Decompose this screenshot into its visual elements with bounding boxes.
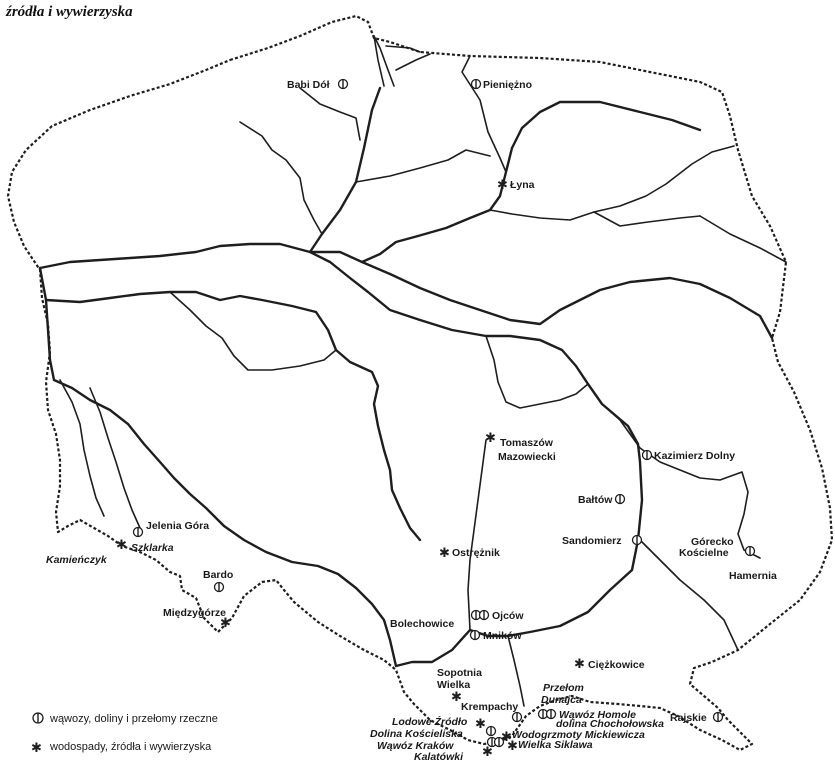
label-wawoz-homole: Wąwóz Homole <box>559 709 636 721</box>
label-wodogrzmoty: Wodogrzmoty Mickiewicza <box>512 729 645 741</box>
gorge-icon-krempachy <box>511 711 523 723</box>
label-pieniezno: Pieniężno <box>483 79 532 91</box>
nysa-river <box>59 379 105 517</box>
label-sopotnia-2: Wielka <box>437 679 470 691</box>
vistula-river <box>308 86 644 638</box>
wda-river <box>299 87 361 141</box>
label-wawoz-krakow: Wąwóz Kraków <box>377 740 454 752</box>
warta-river <box>44 290 422 542</box>
gorge-icon-jelenia-gora <box>132 526 144 538</box>
label-krempachy: Krempachy <box>461 701 518 713</box>
gorge-icon-mnikow <box>469 629 481 641</box>
gorge-icon-wawoz-homole <box>545 708 557 720</box>
dunajec-river <box>507 635 525 707</box>
gorge-icon-bardo <box>213 581 225 593</box>
label-przelom-2: Dunajca <box>541 694 582 706</box>
drweca-river <box>355 149 491 183</box>
label-ostreznik: Ostrężnik <box>452 547 500 559</box>
bug-river <box>360 260 774 340</box>
pilica-river <box>485 335 589 409</box>
label-jelenia-gora: Jelenia Góra <box>146 520 209 532</box>
gorge-icon-dolina-koscieliska <box>485 725 497 737</box>
wieprz-river <box>601 403 761 559</box>
waterfall-spring-icon-lodowe-zrodlo: ✱ <box>475 717 486 732</box>
waterfall-spring-icon: ✱ <box>31 741 42 756</box>
label-babi-dol: Babi Dół <box>287 79 330 91</box>
gorge-icon <box>32 712 44 724</box>
label-wielka-siklawa: Wielka Siklawa <box>518 739 593 751</box>
biebrza-river <box>593 211 701 227</box>
waterfall-spring-icon-miedzygorze: ✱ <box>220 616 231 631</box>
brda-river <box>239 121 323 235</box>
gorge-icon-chocholowska <box>493 736 505 748</box>
label-hamernia: Hamernia <box>729 570 777 582</box>
gorge-icon-ojcow <box>478 609 490 621</box>
gorge-icon-gorecko <box>744 545 756 557</box>
legend: wąwozy, doliny i przełomy rzeczne ✱ wodo… <box>31 712 218 756</box>
label-rajskie: Rajskie <box>670 712 707 724</box>
gorge-icon-pieniezno <box>470 78 482 90</box>
label-kazimierz: Kazimierz Dolny <box>654 450 735 462</box>
waterfall-spring-icon-wielka-siklawa: ✱ <box>507 739 518 754</box>
waterfall-spring-icon-lyna: ✱ <box>497 178 508 193</box>
waterfall-spring-icon-ciezkowice: ✱ <box>574 657 585 672</box>
gorge-icon-baltow <box>614 493 626 505</box>
narew-river <box>308 100 702 264</box>
label-mnikow: Mników <box>483 630 522 642</box>
label-sandomierz: Sandomierz <box>562 535 622 547</box>
label-bolechowice: Bolechowice <box>390 618 454 630</box>
country-border <box>6 14 834 752</box>
label-ciezkowice: Ciężkowice <box>588 659 645 671</box>
waterfall-spring-icon-tomaszow: ✱ <box>485 431 496 446</box>
pilica-upper <box>467 439 487 631</box>
label-kamienczyk: Kamieńczyk <box>46 554 108 566</box>
gorge-icon-babi-dol <box>337 78 349 90</box>
waterfall-spring-icon-sopotnia: ✱ <box>451 690 462 705</box>
waterfall-spring-icon-kalatowki: ✱ <box>482 745 493 760</box>
waterfall-spring-icon-ostreznik: ✱ <box>439 546 450 561</box>
label-kalatowki: Kalatówki <box>414 751 464 762</box>
waterfall-spring-icon-szklarka: ✱ <box>116 538 127 553</box>
bobr-river <box>89 387 141 529</box>
vistula-spit <box>373 35 431 87</box>
label-gorecko-2: Kościelne <box>679 547 729 559</box>
oder-river <box>38 266 398 668</box>
san-river <box>639 539 739 651</box>
label-miedzygorze: Międzygórze <box>163 607 226 619</box>
map-title: źródła i wywierzyska <box>5 4 133 20</box>
waterfall-spring-icon-wodogrzmoty: ✱ <box>501 730 512 745</box>
label-baltow: Bałtów <box>578 494 613 506</box>
notec-river <box>38 242 312 270</box>
label-bardo: Bardo <box>203 569 233 581</box>
baltic-coast-inner <box>373 35 385 87</box>
label-ojcow: Ojców <box>492 610 524 622</box>
gorge-icon-sandomierz <box>631 534 643 546</box>
label-dolina-chocholowska: dolina Chochołowska <box>556 718 664 730</box>
label-szklarka: Szklarka <box>131 542 174 554</box>
label-lodowe-zrodlo: Lodowe Źródło <box>392 715 468 728</box>
lyna-river <box>461 55 507 173</box>
gorge-icon-rajskie <box>712 711 724 723</box>
label-lyna: Łyna <box>510 179 535 191</box>
gorge-icon-kazimierz <box>641 449 653 461</box>
label-przelom-1: Przełom <box>543 682 584 694</box>
upper-vistula-river <box>394 628 472 668</box>
pisa-river <box>489 145 787 263</box>
label-tomaszow-1: Tomaszów <box>500 437 554 449</box>
warta-tributary <box>169 291 337 371</box>
legend-gorges-text: wąwozy, doliny i przełomy rzeczne <box>49 713 218 725</box>
label-sopotnia-1: Sopotnia <box>437 667 482 679</box>
label-dolina-koscieliska: Dolina Kościeliska <box>370 728 463 740</box>
label-tomaszow-2: Mazowiecki <box>498 451 556 463</box>
label-gorecko-1: Górecko <box>691 536 734 548</box>
legend-waterfalls-text: wodospady, źródła i wywierzyska <box>49 741 212 753</box>
